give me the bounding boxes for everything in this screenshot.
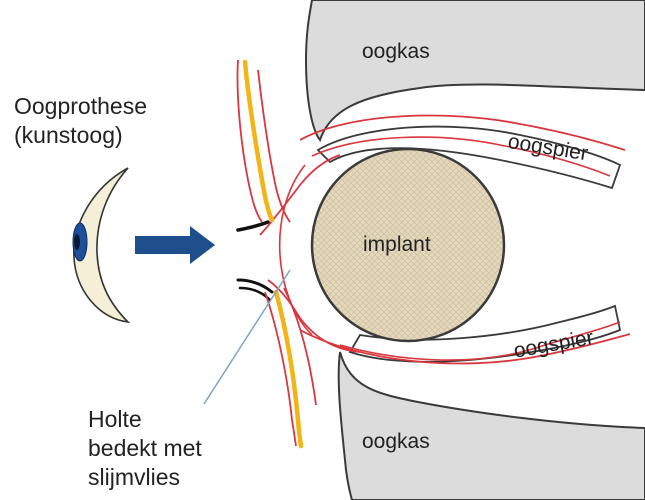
upper-eyelid-inner (258, 70, 290, 222)
prosthesis-label-line2: (kunstoog) (14, 121, 147, 150)
cavity-label-line2: bedekt met (88, 434, 202, 463)
upper-eyelid-skin (237, 60, 262, 222)
insertion-arrow-icon (135, 226, 215, 264)
implant-label: implant (363, 233, 431, 258)
lower-orbit-bone (339, 352, 645, 500)
upper-orbit-bone (306, 0, 645, 140)
orbit-top-label: oogkas (362, 40, 430, 65)
upper-eyelid-margin (238, 222, 268, 230)
cavity-label: Holte bedekt met slijmvlies (88, 405, 202, 491)
prosthesis-label: Oogprothese (kunstoog) (14, 92, 147, 150)
cavity-label-line3: slijmvlies (88, 463, 202, 492)
orbit-bottom-label: oogkas (362, 430, 430, 455)
pupil-icon (74, 234, 80, 250)
cavity-label-line1: Holte (88, 405, 202, 434)
prosthesis-label-line1: Oogprothese (14, 92, 147, 121)
